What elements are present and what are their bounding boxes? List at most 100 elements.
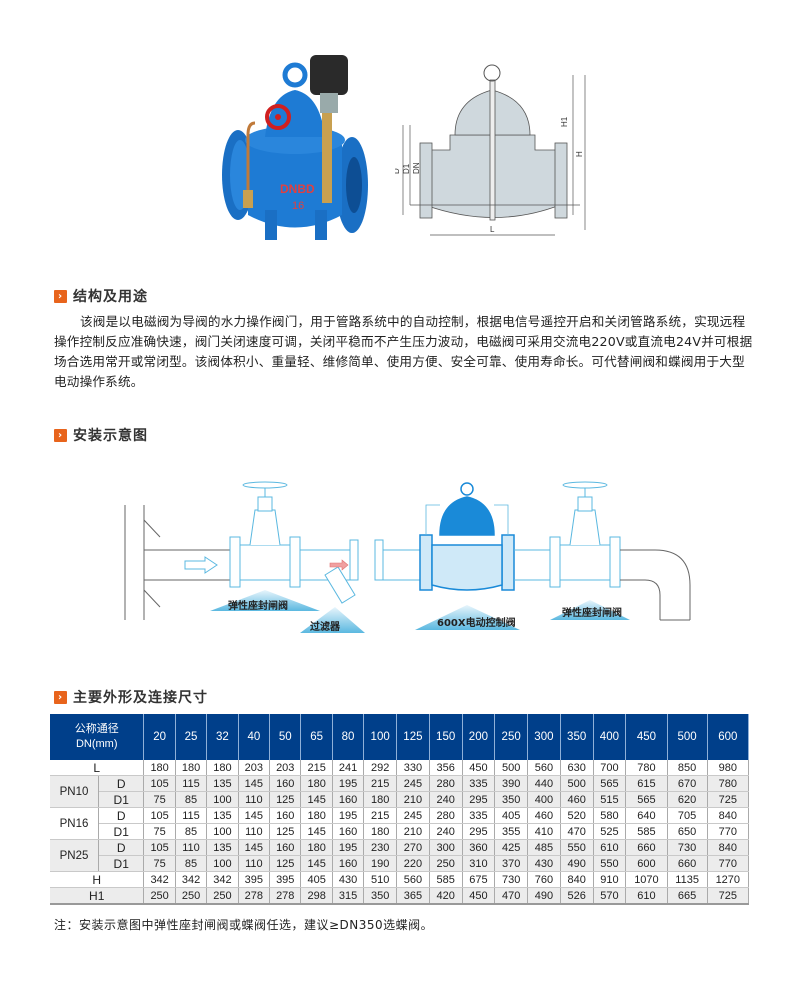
table-cell: 270: [396, 839, 430, 856]
section-title: 结构及用途: [73, 289, 148, 305]
valve-dimension-drawing: H1 H D D1 DN L: [395, 64, 586, 236]
table-cell: 460: [560, 791, 594, 808]
table-cell: 620: [667, 791, 708, 808]
table-cell: 335: [462, 775, 496, 792]
pressure-group-label: PN16: [50, 807, 99, 840]
dn-col: 80: [332, 714, 365, 760]
table-cell: 250: [143, 887, 176, 905]
label-control-valve: 600X电动控制阀: [437, 618, 516, 629]
table-cell: 430: [527, 855, 561, 872]
table-cell: 610: [593, 839, 627, 856]
table-cell: 670: [667, 775, 708, 792]
table-cell: 850: [667, 760, 708, 776]
table-cell: 342: [143, 871, 176, 888]
table-cell: 500: [494, 760, 529, 776]
table-cell: 195: [332, 775, 365, 792]
dn-col: 125: [396, 714, 430, 760]
svg-text:D1: D1: [402, 163, 411, 174]
table-cell: 145: [238, 839, 271, 856]
table-cell: 240: [429, 823, 463, 840]
table-cell: 515: [593, 791, 627, 808]
table-cell: 760: [527, 871, 561, 888]
table-cell: 160: [269, 839, 302, 856]
dimensions-table: 公称通径 DN(mm) 20 25 32 40 50 65 80 100 125…: [50, 714, 750, 905]
table-cell: 405: [300, 871, 333, 888]
table-cell: 520: [560, 807, 594, 824]
table-cell: 135: [206, 775, 239, 792]
table-cell: 250: [429, 855, 463, 872]
table-cell: 730: [494, 871, 529, 888]
table-cell: 278: [269, 887, 302, 905]
table-cell: 145: [300, 791, 333, 808]
table-cell: 570: [593, 887, 627, 905]
table-cell: 230: [363, 839, 398, 856]
table-cell: 390: [494, 775, 529, 792]
table-cell: 470: [494, 887, 529, 905]
dn-col: 250: [494, 714, 529, 760]
table-cell: 425: [494, 839, 529, 856]
dn-col: 20: [143, 714, 176, 760]
table-cell: 370: [494, 855, 529, 872]
table-cell: 190: [363, 855, 398, 872]
table-cell: 125: [269, 855, 302, 872]
table-cell: 660: [667, 855, 708, 872]
pressure-group-label: PN10: [50, 775, 99, 808]
table-cell: 125: [269, 823, 302, 840]
table-cell: 240: [429, 791, 463, 808]
table-cell: 450: [462, 887, 496, 905]
dn-col: 50: [269, 714, 302, 760]
table-cell: 180: [300, 807, 333, 824]
table-cell: 125: [269, 791, 302, 808]
table-cell: 342: [206, 871, 239, 888]
table-cell: 115: [175, 807, 208, 824]
section-title: 安装示意图: [73, 428, 148, 444]
svg-text:H1: H1: [560, 116, 569, 127]
table-cell: 550: [560, 839, 594, 856]
svg-text:DNBD: DNBD: [280, 182, 315, 196]
table-cell: 160: [269, 807, 302, 824]
table-cell: 330: [396, 760, 430, 776]
table-cell: 342: [175, 871, 208, 888]
section-heading-installation: › 安装示意图: [54, 425, 148, 445]
table-cell: 115: [175, 775, 208, 792]
table-cell: 145: [300, 823, 333, 840]
table-cell: 160: [332, 791, 365, 808]
table-cell: 410: [527, 823, 561, 840]
table-cell: 365: [396, 887, 430, 905]
table-cell: 705: [667, 807, 708, 824]
chevron-right-icon: ›: [54, 690, 67, 704]
table-cell: 195: [332, 807, 365, 824]
table-cell: 278: [238, 887, 271, 905]
table-cell: 630: [560, 760, 594, 776]
row-label: H: [50, 871, 145, 888]
table-cell: 160: [332, 855, 365, 872]
row-sublabel: D: [98, 775, 145, 792]
table-cell: 310: [462, 855, 496, 872]
dn-col: 100: [363, 714, 398, 760]
dn-col: 350: [560, 714, 594, 760]
table-cell: 580: [593, 807, 627, 824]
valve-photo: DNBD 16: [222, 55, 368, 240]
table-cell: 730: [667, 839, 708, 856]
table-cell: 675: [462, 871, 496, 888]
table-cell: 145: [300, 855, 333, 872]
table-cell: 525: [593, 823, 627, 840]
table-cell: 300: [429, 839, 463, 856]
table-cell: 400: [527, 791, 561, 808]
structure-description: 该阀是以电磁阀为导阀的水力操作阀门，用于管路系统中的自动控制，根据电信号遥控开启…: [54, 314, 753, 389]
table-cell: 145: [238, 807, 271, 824]
table-cell: 405: [494, 807, 529, 824]
dn-col: 25: [175, 714, 208, 760]
table-cell: 180: [175, 760, 208, 776]
table-cell: 1270: [707, 871, 750, 888]
table-cell: 1135: [667, 871, 708, 888]
svg-text:DN: DN: [412, 162, 421, 174]
table-cell: 105: [143, 775, 176, 792]
dn-col: 150: [429, 714, 463, 760]
